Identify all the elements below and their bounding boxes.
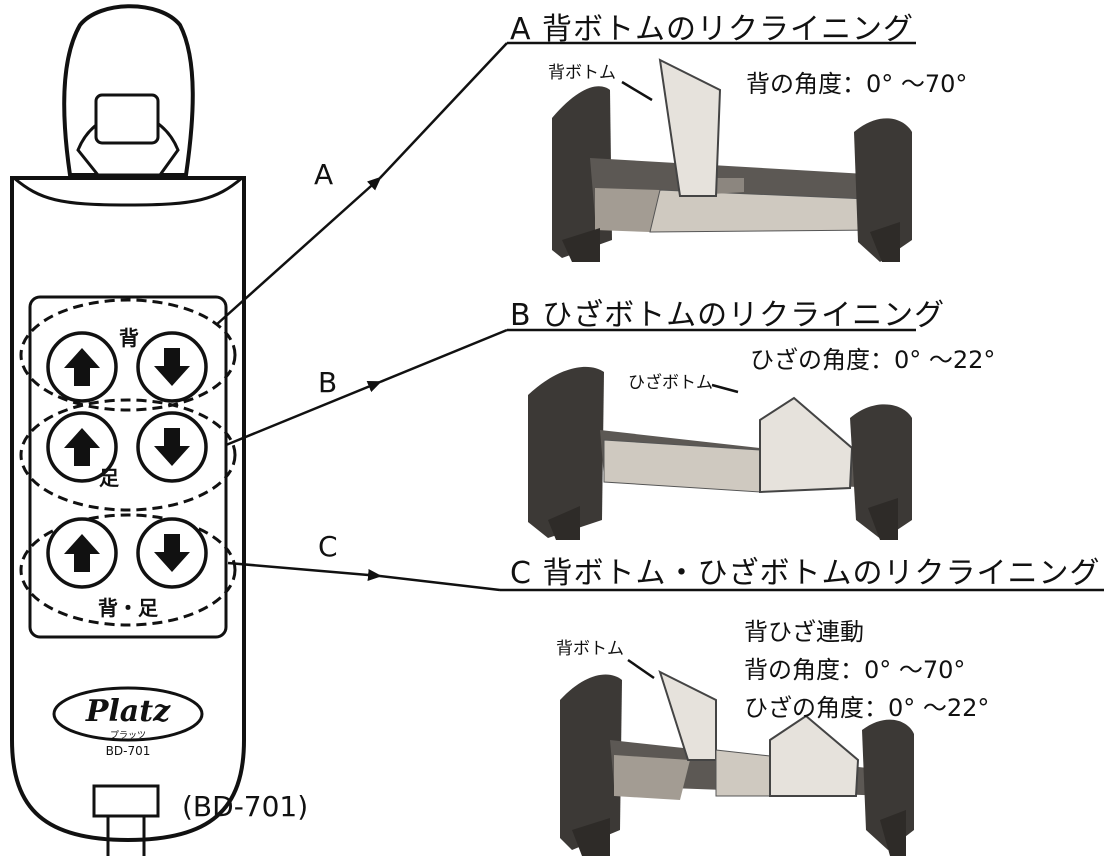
remote-model-label: BD-701 xyxy=(105,744,151,758)
down-arrow-icon xyxy=(154,534,190,572)
up-arrow-icon xyxy=(64,428,100,466)
button-group-label-back: 背 xyxy=(119,326,139,350)
connector-lines xyxy=(215,41,1104,680)
bed-illustration-b xyxy=(528,366,912,540)
bed-illustration-c xyxy=(560,670,914,856)
section-c-angle-back: 背の角度：0° ～70° xyxy=(744,656,966,684)
button-back-up[interactable] xyxy=(46,331,118,403)
callout-letter-a: A xyxy=(314,158,334,191)
down-arrow-icon xyxy=(154,348,190,386)
section-a-angle: 背の角度：0° ～70° xyxy=(746,70,968,98)
cable-plug xyxy=(92,784,160,818)
section-b-angle: ひざの角度：0° ～22° xyxy=(750,346,996,374)
callout-letter-b: B xyxy=(318,366,338,399)
down-arrow-icon xyxy=(154,428,190,466)
section-a-part-label: 背ボトム xyxy=(548,63,616,83)
button-both-down[interactable] xyxy=(136,517,208,589)
group-oval-foot xyxy=(19,398,237,512)
section-a-heading: A 背ボトムのリクライニング xyxy=(510,12,915,47)
button-both-up[interactable] xyxy=(46,517,118,589)
button-back-down[interactable] xyxy=(136,331,208,403)
section-c-heading: C 背ボトム・ひざボトムのリクライニング xyxy=(510,556,1101,591)
bed-illustration-a xyxy=(552,58,912,262)
up-arrow-icon xyxy=(64,348,100,386)
button-foot-down[interactable] xyxy=(136,411,208,483)
brand-logo-subtext: プラッツ xyxy=(109,731,146,741)
remote-controller xyxy=(10,4,246,856)
connector-c-line xyxy=(227,561,382,581)
connector-a-line xyxy=(215,176,382,326)
section-c-angle-knee: ひざの角度：0° ～22° xyxy=(744,694,990,722)
group-oval-back xyxy=(19,298,237,412)
up-arrow-icon xyxy=(64,534,100,572)
button-group-label-both: 背・足 xyxy=(98,596,158,620)
remote-model-caption: (BD-701) xyxy=(182,790,309,823)
brand-logo-oval xyxy=(52,686,204,742)
section-b-part-label: ひざボトム xyxy=(628,373,713,393)
brand-logo-text: Platz xyxy=(85,694,171,729)
section-c-part-label: 背ボトム xyxy=(556,639,624,659)
group-oval-both xyxy=(19,513,237,627)
callout-letter-c: C xyxy=(318,530,338,563)
connector-b-line xyxy=(225,380,382,447)
button-group-label-foot: 足 xyxy=(99,466,119,490)
button-foot-up[interactable] xyxy=(46,411,118,483)
section-b-heading: B ひざボトムのリクライニング xyxy=(510,298,946,333)
section-c-mode: 背ひざ連動 xyxy=(744,618,864,646)
